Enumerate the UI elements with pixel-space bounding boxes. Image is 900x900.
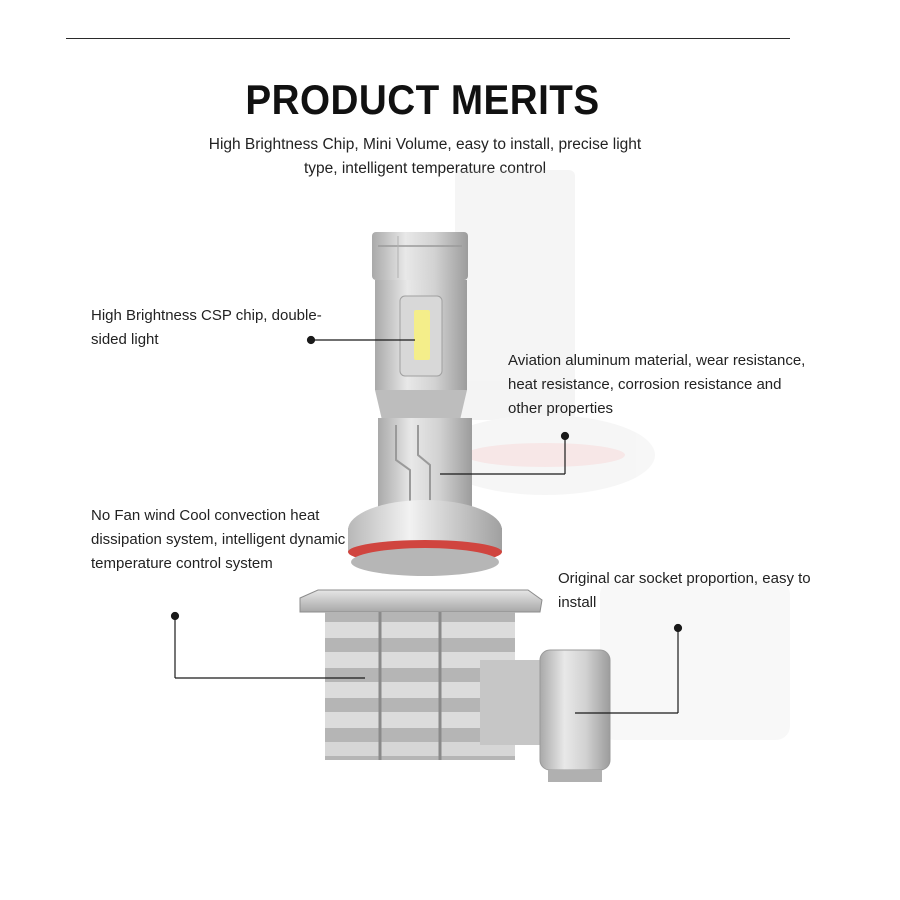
callout-socket: Original car socket proportion, easy to …	[558, 570, 811, 611]
bulb-body	[375, 280, 467, 420]
top-divider	[66, 38, 790, 39]
bulb-cap	[372, 232, 468, 280]
page-title: PRODUCT MERITS	[245, 76, 600, 123]
bulb-collar	[348, 500, 502, 576]
page-subtitle: High Brightness Chip, Mini Volume, easy …	[208, 136, 642, 177]
callout-cooling: No Fan wind Cool convection heat dissipa…	[91, 507, 346, 572]
callout-leaders	[170, 335, 683, 714]
callout-chip: High Brightness CSP chip, double-sided l…	[91, 307, 322, 348]
callout-material: Aviation aluminum material, wear resista…	[508, 352, 806, 417]
bulb-connector	[480, 649, 611, 782]
led-chip	[414, 310, 430, 360]
background-ghost-bulb	[435, 170, 790, 740]
bulb-heatsink-column	[378, 418, 472, 508]
